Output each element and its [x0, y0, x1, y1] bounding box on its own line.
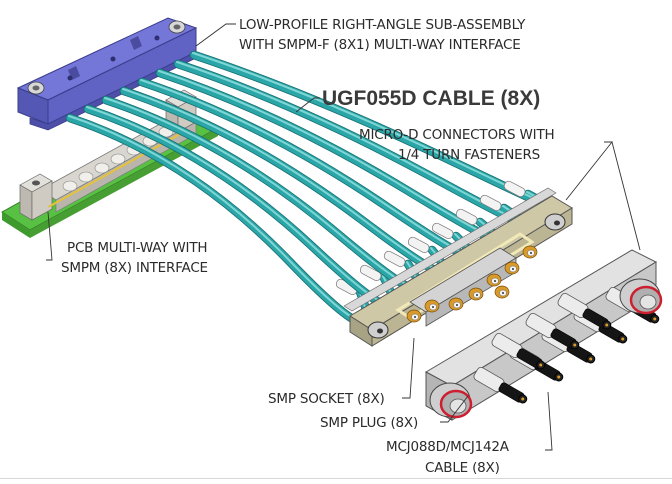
smp-plug: [557, 293, 612, 330]
callout-microd: MICRO-D CONNECTORS WITH 1/4 TURN FASTENE…: [359, 127, 555, 163]
cable-ferrule: [479, 194, 502, 211]
smp-socket: [494, 285, 510, 299]
callout-smp-socket: SMP SOCKET (8X): [268, 391, 385, 407]
cable-ferrule: [455, 208, 478, 225]
leader-lines: [46, 23, 641, 451]
callout-pcb: PCB MULTI-WAY WITH SMPM (8X) INTERFACE: [61, 240, 208, 276]
smp-socket: [448, 297, 464, 311]
smp-socket: [504, 261, 520, 275]
cable-ferrule: [431, 222, 454, 239]
callout-pcb-line2: SMPM (8X) INTERFACE: [61, 260, 208, 276]
smp-socket: [486, 273, 502, 287]
smp-socket: [468, 287, 484, 301]
callout-microd-line2: 1/4 TURN FASTENERS: [398, 147, 540, 163]
smp-plug: [525, 313, 580, 350]
cable-ferrule: [383, 250, 406, 267]
smp-plug: [491, 333, 546, 370]
callout-pcb-line1: PCB MULTI-WAY WITH: [67, 240, 207, 256]
smp-socket: [406, 309, 422, 323]
callout-subassembly-line2: WITH SMPM-F (8X1) MULTI-WAY INTERFACE: [239, 37, 521, 53]
callout-subassembly: LOW-PROFILE RIGHT-ANGLE SUB-ASSEMBLY WIT…: [239, 17, 526, 53]
smp-socket: [522, 245, 538, 259]
micro-d-connector-plug: [424, 249, 663, 421]
callout-mcj-cable-line1: MCJ088D/MCJ142A: [386, 439, 510, 455]
cable-ferrule: [359, 264, 382, 281]
quarter-turn-fastener-icon: [544, 213, 566, 231]
cable-ferrule: [503, 180, 526, 197]
callout-cable-title: UGF055D CABLE (8X): [322, 87, 540, 110]
screw-icon: [27, 81, 45, 95]
callout-subassembly-line1: LOW-PROFILE RIGHT-ANGLE SUB-ASSEMBLY: [239, 17, 526, 33]
callout-mcj-cable-line2: CABLE (8X): [425, 460, 500, 476]
right-angle-subassembly: [16, 17, 198, 131]
screw-icon: [168, 20, 186, 34]
micro-d-connector-receptacle: [343, 187, 573, 347]
smp-plug: [473, 367, 528, 404]
callout-smp-plug: SMP PLUG (8X): [320, 415, 418, 431]
smp-socket: [424, 299, 440, 313]
callout-mcj-cable: MCJ088D/MCJ142A CABLE (8X): [386, 439, 510, 476]
callout-microd-line1: MICRO-D CONNECTORS WITH: [359, 127, 554, 143]
bottom-divider: [0, 478, 672, 479]
jackscrew-icon: [429, 382, 473, 419]
cable-ferrule: [407, 236, 430, 253]
quarter-turn-fastener-icon: [367, 321, 389, 339]
jackscrew-icon: [619, 278, 663, 315]
